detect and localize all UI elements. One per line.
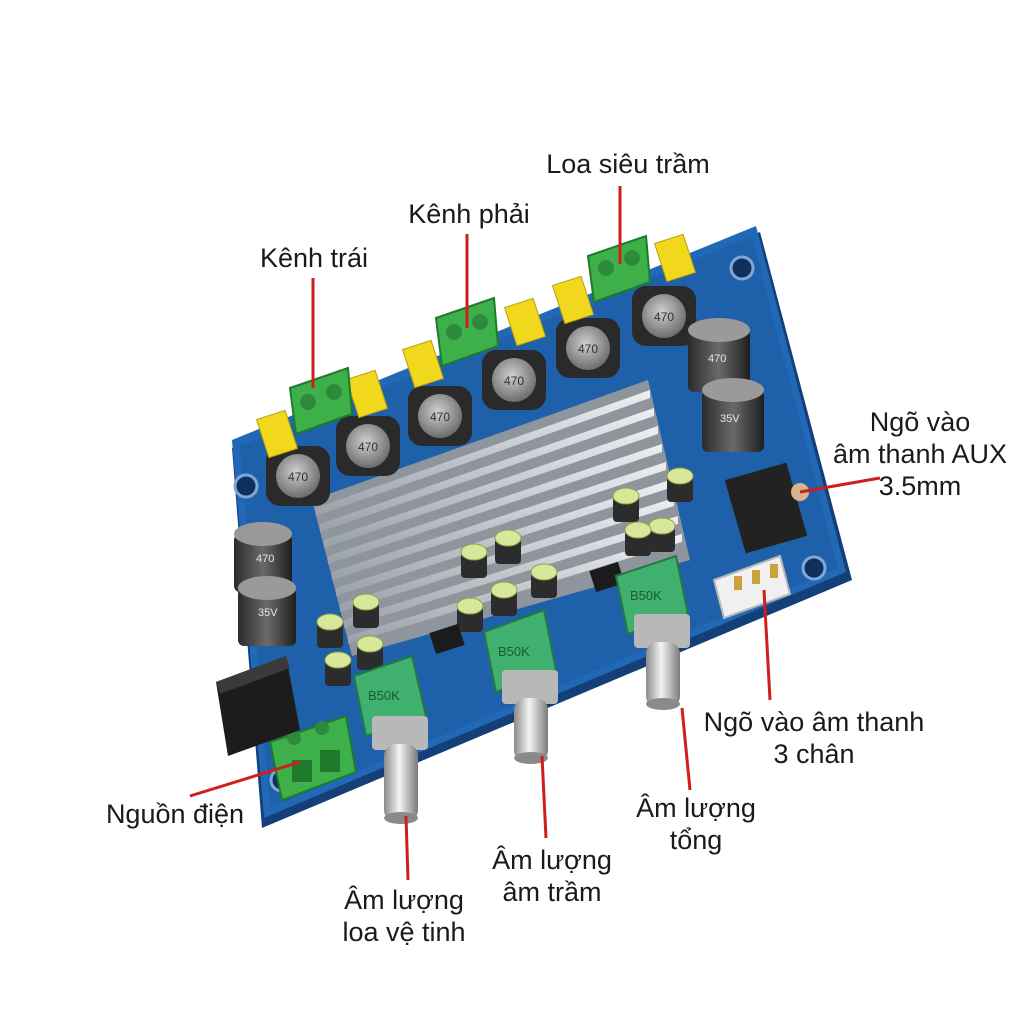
pointer-bass (540, 755, 548, 839)
inductor: 470 (482, 350, 546, 410)
inductor: 470 (336, 416, 400, 476)
dc-power-jack (216, 656, 300, 756)
small-capacitor (666, 467, 694, 502)
label-left-channel: Kênh trái (259, 243, 369, 273)
pot-marking: B50K (630, 588, 662, 603)
inductor: 470 (266, 446, 330, 506)
small-capacitor (456, 597, 484, 632)
capacitor-marking: 35V (720, 413, 740, 425)
capacitor-marking: 470 (256, 553, 274, 565)
capacitor-left-bottom: 35V (238, 576, 296, 646)
inductor-marking: 470 (288, 470, 308, 484)
terminal-left (288, 366, 354, 436)
small-capacitors (316, 467, 694, 686)
inductor-marking: 470 (578, 342, 598, 356)
pointer-master (680, 707, 692, 791)
heatsink-fin (344, 516, 678, 628)
label-pin-input: Ngõ vào âm thanh 3 chân (703, 707, 925, 769)
small-capacitor (356, 635, 384, 670)
callout-pointers (189, 186, 881, 881)
small-capacitor (494, 529, 522, 564)
label-aux-input: Ngõ vào âm thanh AUX 3.5mm (832, 407, 1008, 501)
small-capacitor (460, 543, 488, 578)
capacitor-right-top: 470 (688, 318, 750, 392)
pointer-aux (799, 476, 881, 494)
inductor: 470 (408, 386, 472, 446)
electrolytic-capacitors: 470 35V 470 35V (234, 318, 764, 646)
capacitor-marking: 470 (708, 353, 726, 365)
heatsink-fin (320, 408, 654, 532)
inductor-marking: 470 (430, 410, 450, 424)
pointer-power (189, 760, 301, 798)
pointer-satellite (404, 815, 410, 881)
yellow-capacitors (255, 233, 697, 459)
heatsink (312, 380, 690, 656)
pot-marking: B50K (368, 688, 400, 703)
small-capacitor (530, 563, 558, 598)
label-subwoofer: Loa siêu trầm (546, 149, 710, 179)
label-bass-volume: Âm lượng âm trầm (492, 845, 612, 907)
inductor-marking: 470 (358, 440, 378, 454)
heatsink-fin (332, 462, 666, 580)
speaker-terminals (268, 234, 652, 802)
terminal-right (434, 296, 500, 368)
inductor-marking: 470 (504, 374, 524, 388)
pointer-pin-input (762, 589, 772, 701)
capacitor-marking: 35V (258, 607, 278, 619)
capacitor-right-bottom: 35V (702, 378, 764, 452)
inductor: 470 (632, 286, 696, 346)
pot-marking: B50K (498, 644, 530, 659)
label-satellite-volume: Âm lượng loa vệ tinh (342, 885, 466, 947)
label-master-volume: Âm lượng tổng (636, 793, 756, 855)
heatsink-fin (316, 390, 650, 516)
pot-satellite: B50K (352, 654, 428, 824)
small-capacitor (324, 651, 352, 686)
heatsink-fin (328, 444, 662, 564)
inductors: 470 470 470 470 470 470 (266, 286, 696, 506)
small-capacitor (612, 487, 640, 522)
inductor-marking: 470 (654, 310, 674, 324)
small-capacitor (352, 593, 380, 628)
label-power: Nguồn điện (105, 799, 245, 829)
label-right-channel: Kênh phải (408, 199, 530, 229)
pot-bass: B50K (482, 608, 558, 764)
heatsink-fin (324, 426, 658, 548)
pot-master: B50K (614, 554, 690, 710)
potentiometers: B50K B50K B50K (352, 554, 690, 824)
small-capacitor (490, 581, 518, 616)
inductor: 470 (556, 318, 620, 378)
three-pin-connector (712, 554, 792, 620)
terminal-subwoofer (586, 234, 652, 304)
small-capacitor (624, 521, 652, 556)
small-capacitor (648, 517, 676, 552)
small-capacitor (316, 613, 344, 648)
terminal-power (268, 714, 358, 802)
